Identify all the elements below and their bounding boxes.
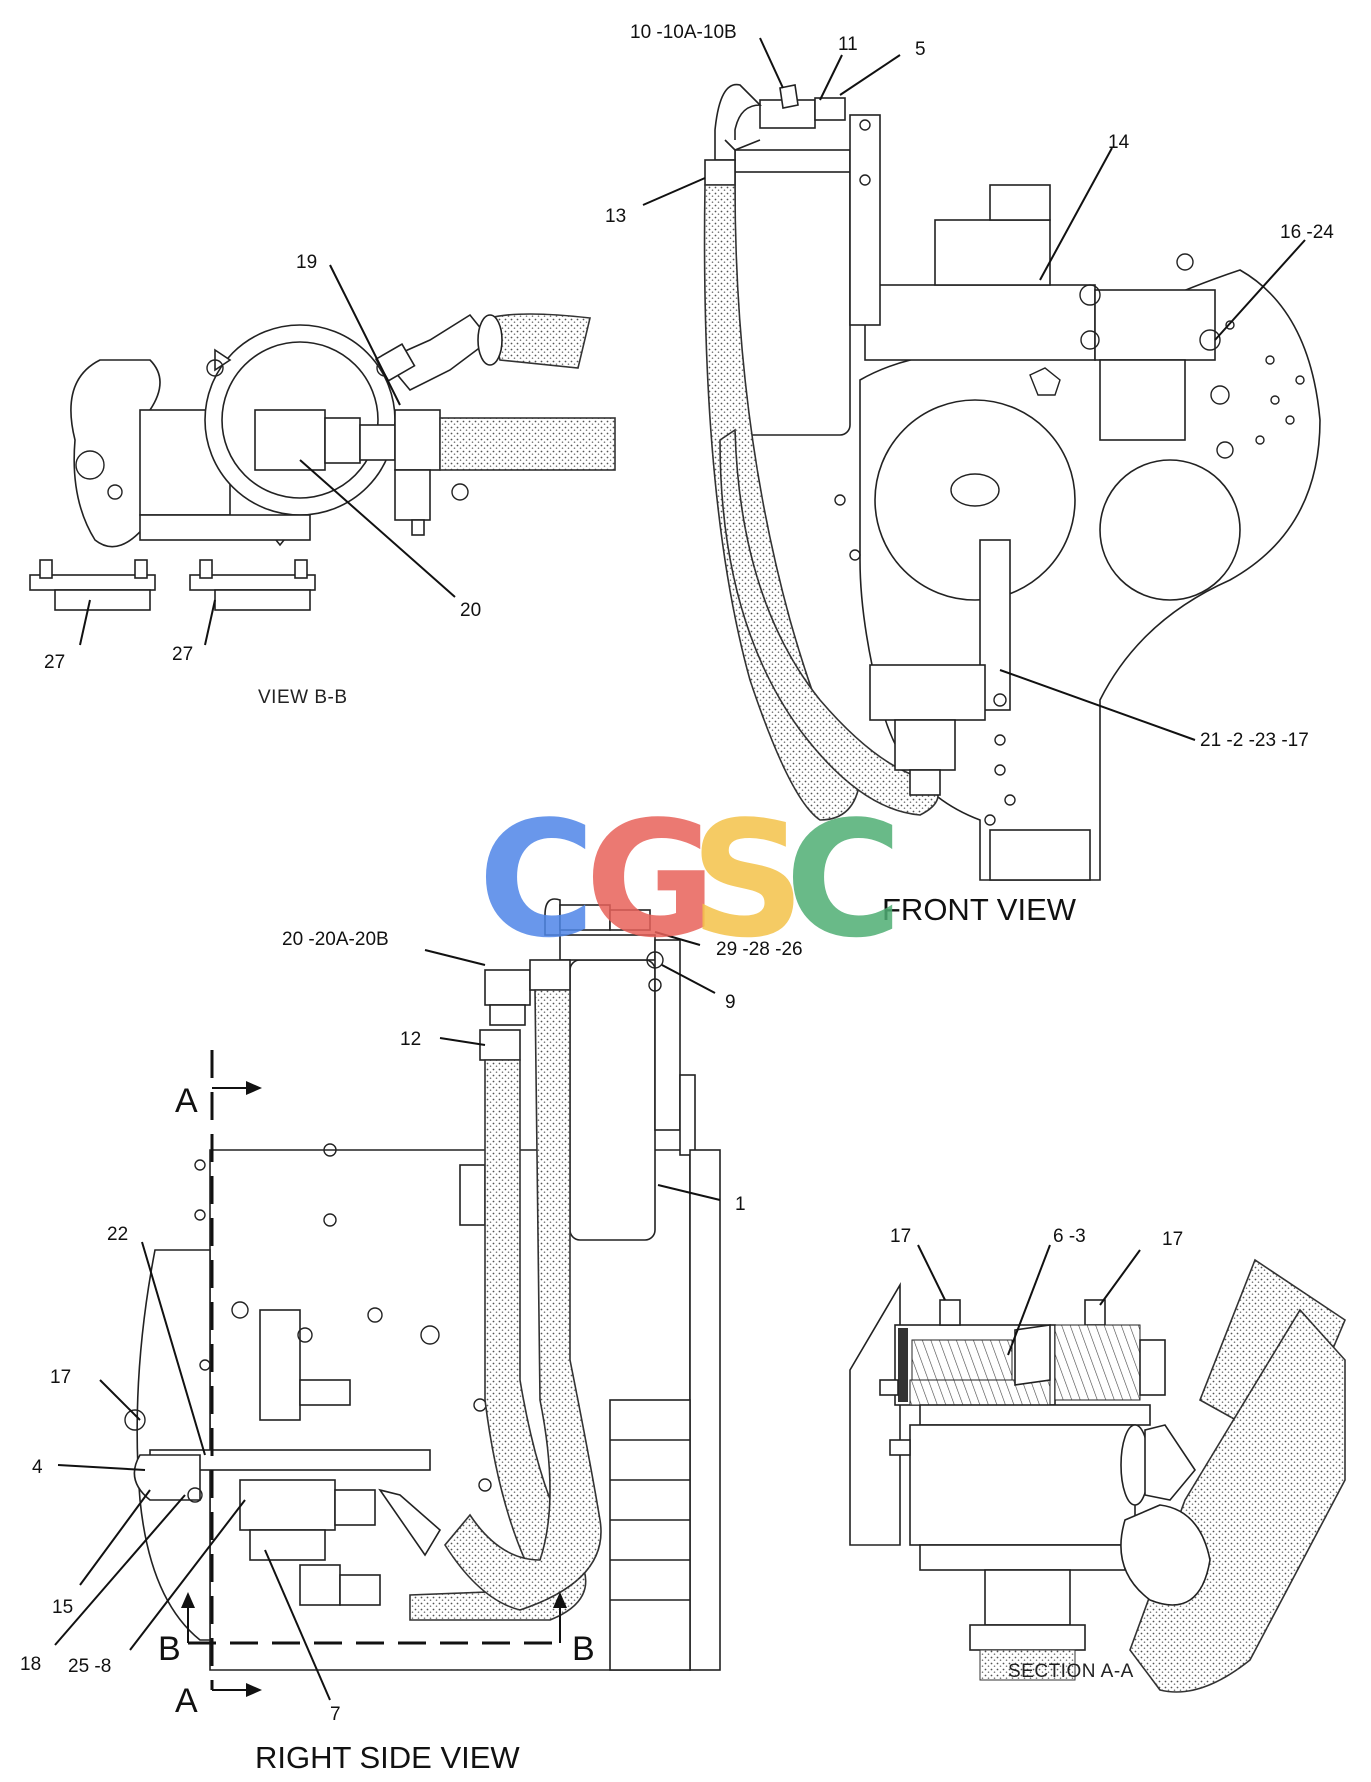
watermark-letter-1: C xyxy=(478,786,595,973)
callout-29: 29 -28 -26 xyxy=(716,939,803,960)
callout-27-left: 27 xyxy=(44,652,65,673)
callout-20-right-side: 20 -20A-20B xyxy=(282,929,389,950)
callout-5: 5 xyxy=(915,39,926,60)
marker-b-right: B xyxy=(572,1630,595,1668)
callout-21: 21 -2 -23 -17 xyxy=(1200,730,1309,751)
callout-17-right-side: 17 xyxy=(50,1367,71,1388)
callout-16: 16 -24 xyxy=(1280,222,1334,243)
marker-b-left: B xyxy=(158,1630,181,1668)
callout-17-section-right: 17 xyxy=(1162,1229,1183,1250)
caption-right-side-view: RIGHT SIDE VIEW xyxy=(255,1740,520,1775)
callout-6: 6 -3 xyxy=(1053,1226,1086,1247)
callout-13: 13 xyxy=(605,206,626,227)
callout-17-section-left: 17 xyxy=(890,1226,911,1247)
caption-section-aa: SECTION A-A xyxy=(1008,1661,1134,1682)
callout-22: 22 xyxy=(107,1224,128,1245)
callout-18: 18 xyxy=(20,1654,41,1675)
callout-15: 15 xyxy=(52,1597,73,1618)
callout-11: 11 xyxy=(838,34,858,55)
view-captions: VIEW B-B FRONT VIEW RIGHT SIDE VIEW SECT… xyxy=(255,687,1134,1775)
leader-lines xyxy=(54,37,1306,1701)
marker-a-bottom: A xyxy=(175,1682,198,1720)
section-aa-drawing xyxy=(849,1258,1346,1693)
section-lines xyxy=(181,1050,567,1697)
callout-labels: 10 -10A-10B 11 5 13 14 16 -24 19 20 27 2… xyxy=(20,22,1334,1725)
callout-12: 12 xyxy=(400,1029,421,1050)
watermark-letter-4: C xyxy=(785,786,902,973)
watermark-letter-2: G xyxy=(585,786,716,973)
callout-14: 14 xyxy=(1108,132,1130,153)
callout-27-right: 27 xyxy=(172,644,193,665)
front-view-drawing xyxy=(703,83,1321,881)
callout-9: 9 xyxy=(725,992,736,1013)
section-marker-letters: A A B B xyxy=(158,1082,595,1720)
callout-25: 25 -8 xyxy=(68,1656,111,1677)
callout-1: 1 xyxy=(735,1194,746,1215)
callout-10: 10 -10A-10B xyxy=(630,22,737,43)
callout-4: 4 xyxy=(32,1457,43,1478)
caption-front-view: FRONT VIEW xyxy=(882,892,1077,927)
caption-view-bb: VIEW B-B xyxy=(258,687,348,708)
marker-a-top: A xyxy=(175,1082,198,1120)
callout-19: 19 xyxy=(296,252,317,273)
cgsc-watermark-logo: C G S C xyxy=(478,786,902,973)
view-bb-drawing xyxy=(29,313,616,611)
callout-20-view-bb: 20 xyxy=(460,600,481,621)
right-side-view-drawing xyxy=(124,898,721,1671)
callout-7: 7 xyxy=(330,1704,341,1725)
watermark-letter-3: S xyxy=(690,786,805,973)
